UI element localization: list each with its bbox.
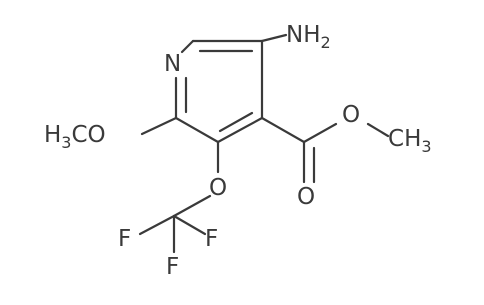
label-ester-methyl: CH3 [388,126,432,156]
label-carbonyl-oxygen: O [297,184,315,210]
bond-o-ester-ch3 [366,122,390,138]
bond-o-cf3 [172,194,212,218]
label-ring-nitrogen: N [164,51,181,77]
ring-bond-c3-c2 [174,116,220,144]
label-trifluoromethoxy-oxygen: O [209,175,227,201]
label-fluorine-right: F [205,226,218,252]
bond-c2-o-methoxy [140,116,178,136]
ring-double-bond-c4-c3 [218,111,254,133]
ring-bond-n1-c6 [180,39,195,54]
bond-c4-carbonyl-c [260,116,306,144]
bond-c-f-left [138,214,176,236]
bond-c-f-right [172,214,207,236]
label-nh2: NH2 [286,22,331,52]
label-fluorine-bottom: F [166,254,179,280]
bond-c5-nh2 [260,33,288,43]
label-ester-ether-oxygen: O [342,102,360,128]
bond-carbonyl-c-o-ester [302,122,338,144]
ring-bond-c4-c3 [216,116,264,144]
label-methoxy: H3CO [44,122,106,152]
label-fluorine-left: F [118,226,131,252]
